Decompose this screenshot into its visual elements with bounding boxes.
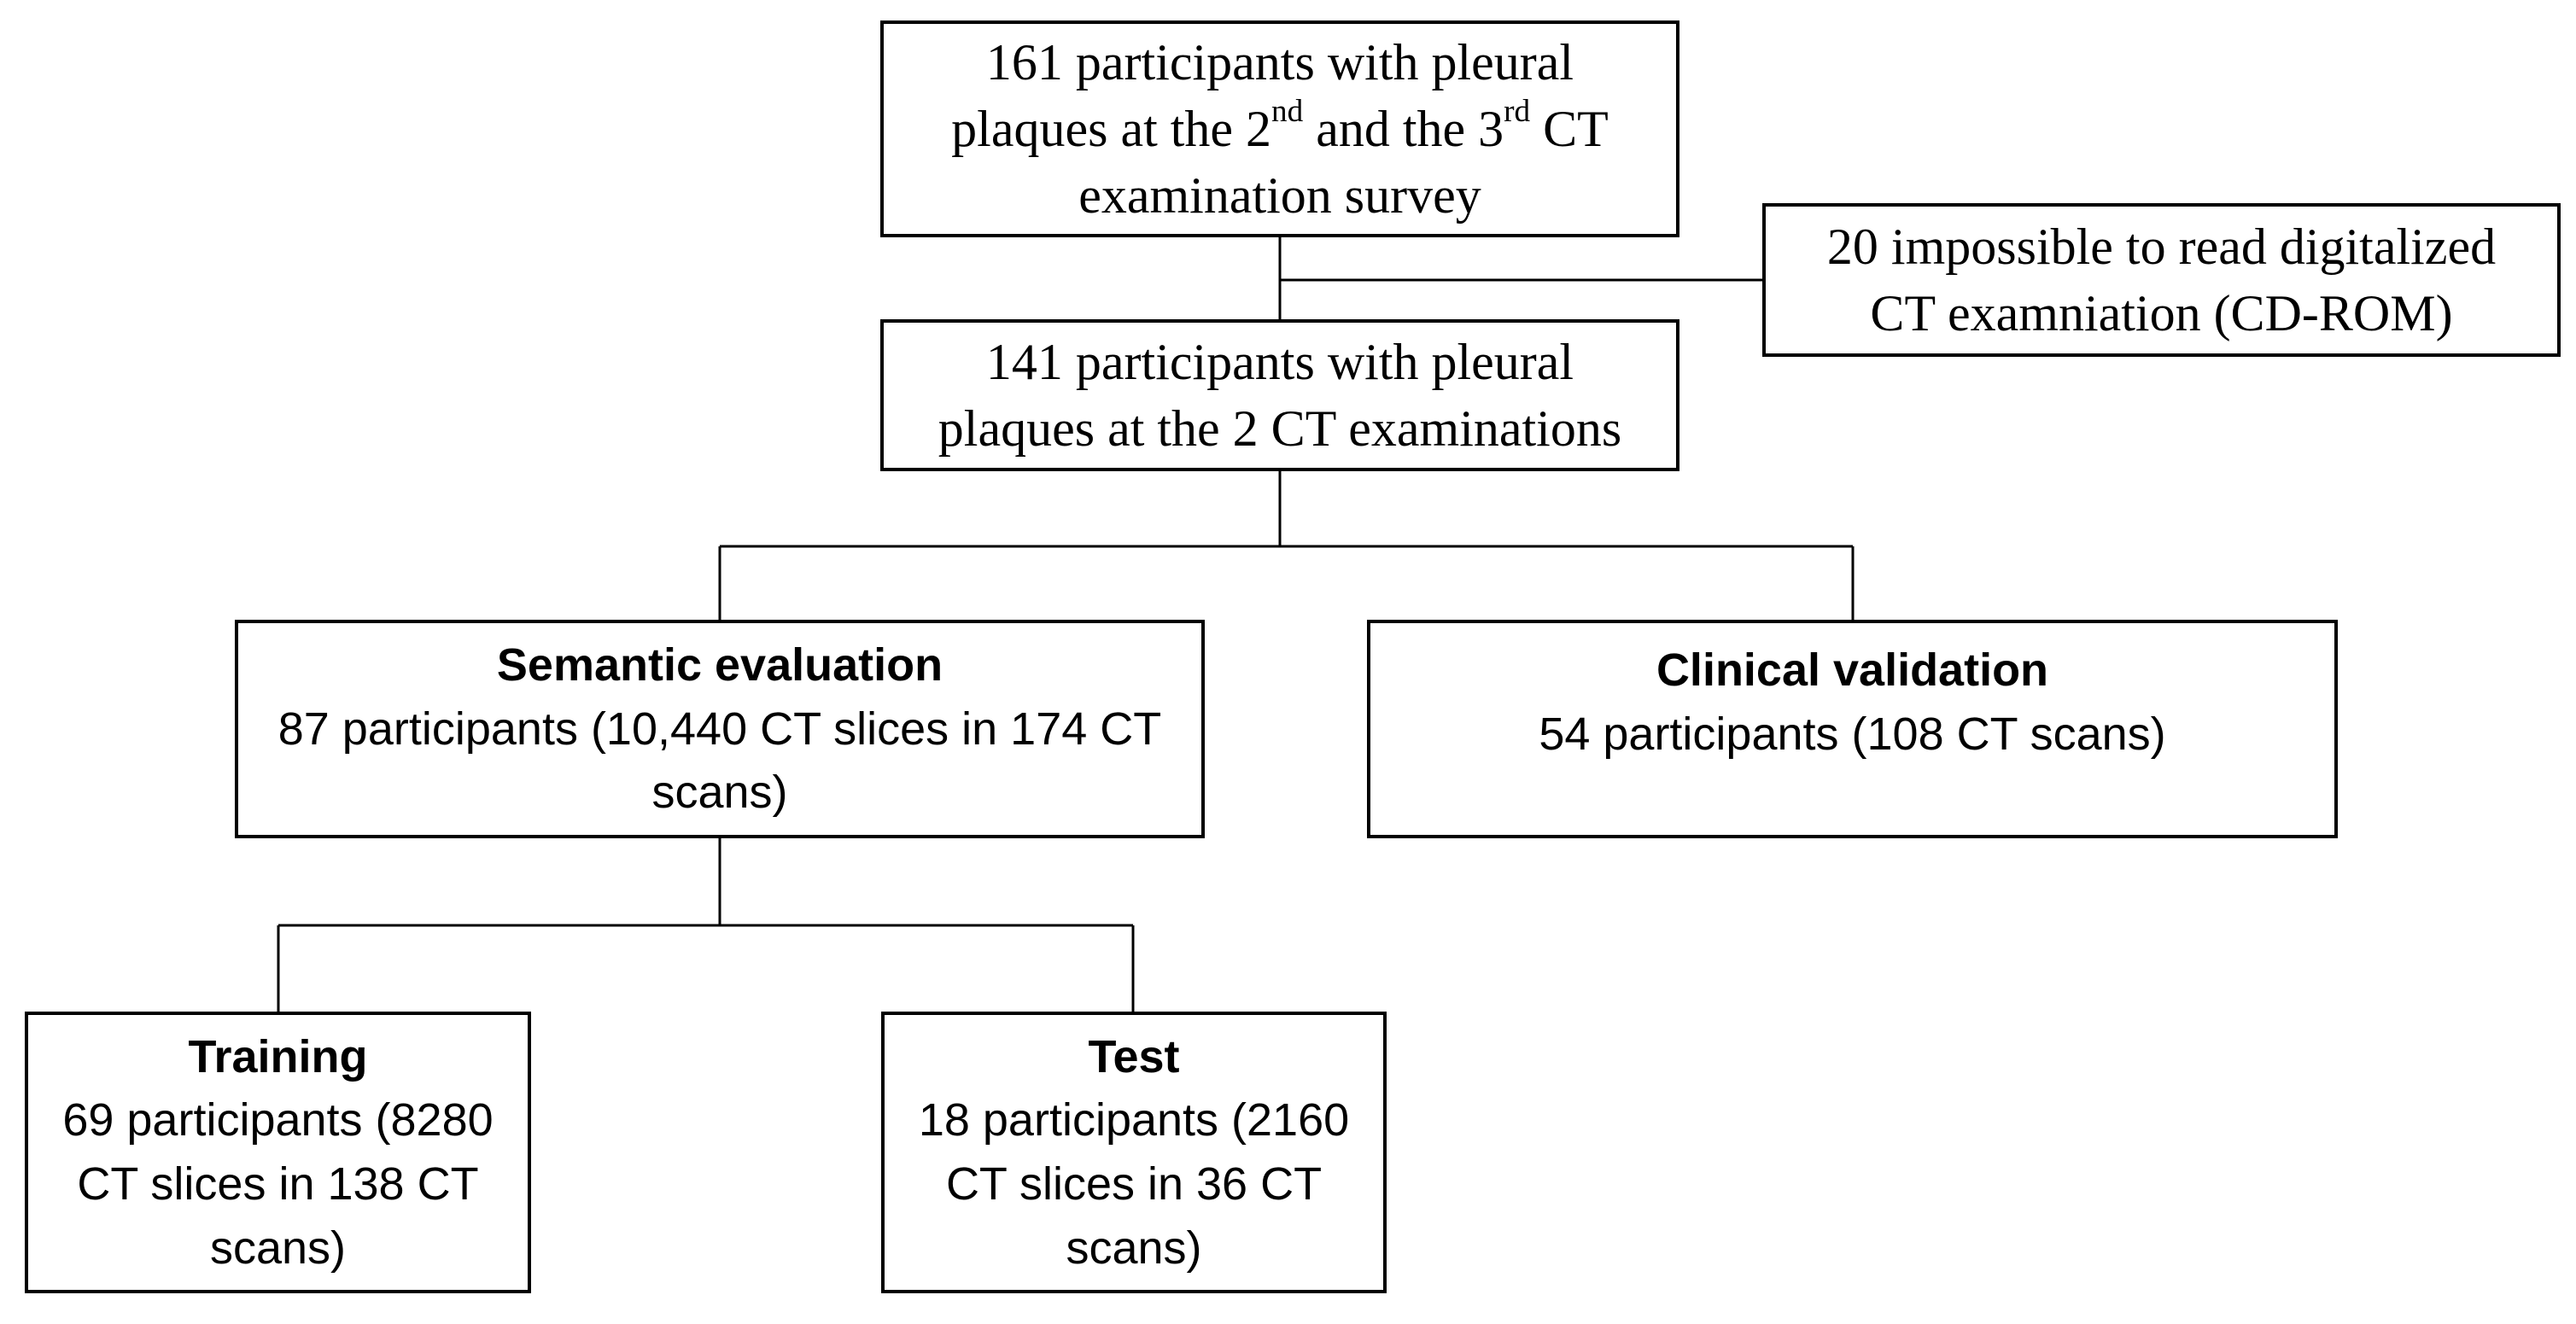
initial-line-1: 161 participants with pleural: [985, 34, 1574, 90]
training-title: Training: [188, 1030, 368, 1082]
semantic-evaluation-box: Semantic evaluation 87 participants (10,…: [235, 620, 1205, 838]
initial-line-3: examination survey: [1078, 167, 1481, 224]
initial-line-2-part: plaques at the 2: [951, 101, 1272, 157]
clinical-validation-box: Clinical validation 54 participants (108…: [1367, 620, 2338, 838]
test-line-2: CT slices in 36 CT: [945, 1158, 1323, 1210]
initial-line-2-part: CT: [1530, 101, 1609, 157]
superscript-rd: rd: [1504, 93, 1531, 129]
initial-line-2: plaques at the 2nd and the 3rd CT: [951, 96, 1609, 162]
test-line-3: scans): [1066, 1222, 1202, 1274]
initial-participants-box: 161 participants with pleural plaques at…: [880, 20, 1679, 237]
clinical-title: Clinical validation: [1656, 645, 2049, 696]
test-line-1: 18 participants (2160: [918, 1094, 1350, 1146]
included-participants-box: 141 participants with pleural plaques at…: [880, 319, 1679, 471]
semantic-line-1: 87 participants (10,440 CT slices in 174…: [277, 703, 1162, 755]
exclusion-box: 20 impossible to read digitalized CT exa…: [1762, 203, 2561, 357]
test-box: Test 18 participants (2160 CT slices in …: [881, 1012, 1387, 1293]
included-line-2: plaques at the 2 CT examinations: [938, 400, 1622, 457]
training-line-1: 69 participants (8280: [62, 1094, 494, 1146]
exclusion-line-2: CT examniation (CD-ROM): [1870, 285, 2453, 341]
superscript-nd: nd: [1271, 93, 1304, 129]
included-line-1: 141 participants with pleural: [985, 334, 1574, 390]
test-title: Test: [1088, 1030, 1180, 1082]
exclusion-line-1: 20 impossible to read digitalized: [1826, 219, 2497, 275]
initial-line-2-part: and the 3: [1303, 101, 1504, 157]
training-line-3: scans): [209, 1222, 347, 1274]
training-line-2: CT slices in 138 CT: [77, 1158, 479, 1210]
training-box: Training 69 participants (8280 CT slices…: [25, 1012, 531, 1293]
clinical-line-1: 54 participants (108 CT scans): [1539, 708, 2166, 760]
semantic-title: Semantic evaluation: [496, 639, 943, 691]
semantic-line-2: scans): [651, 767, 788, 819]
